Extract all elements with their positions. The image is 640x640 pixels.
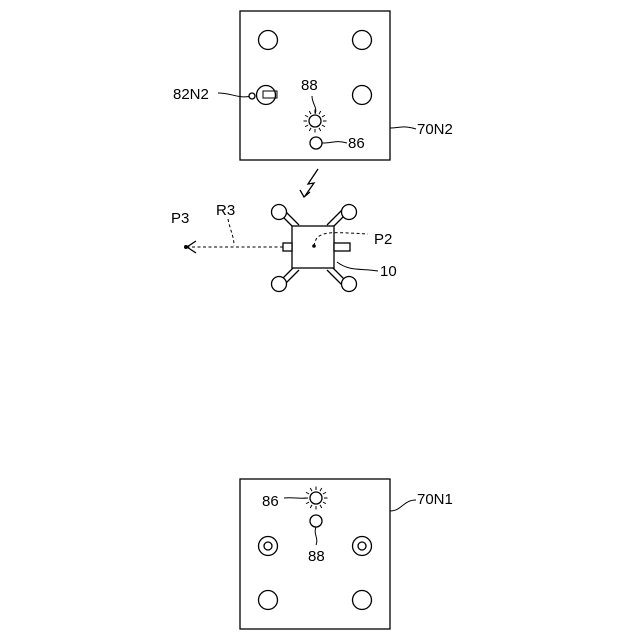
leader-10 [337,262,378,271]
glow-ray [323,492,326,494]
leader-70n2 [390,127,416,129]
leader-82n2 [218,93,252,97]
label-70n2: 70N2 [417,121,453,138]
glow-ray [306,492,309,494]
label-p3: P3 [171,210,189,227]
leader-86-lower [284,498,307,499]
glow-ray [309,128,311,131]
glow-ray [320,505,322,508]
glow-ray [310,488,312,491]
label-10: 10 [380,263,397,280]
glow-ray [323,502,326,504]
glow-ray [322,115,325,117]
pad-lower-marker-right-icon [353,537,372,556]
label-86-lower: 86 [262,493,279,510]
label-p2: P2 [374,231,392,248]
pad-upper-mark-r [353,86,372,105]
leader-70n1 [390,500,416,511]
glow-ray [305,115,308,117]
leader-82n2-dot [249,93,255,99]
glow-ray [322,125,325,127]
label-86-upper: 86 [348,135,365,152]
pad-lower-marker-left-icon [259,537,278,556]
glow-ray [319,111,321,114]
label-70n1: 70N1 [417,491,453,508]
drone-10-icon [272,205,357,292]
label-88-upper: 88 [301,77,318,94]
beacon-86-upper-icon [310,137,322,149]
glow-ray [320,488,322,491]
label-82n2: 82N2 [173,86,209,103]
leader-r3 [228,219,234,246]
beacon-88-lower-icon [310,515,322,527]
leader-88-upper [312,96,316,114]
pad-upper-mark-tl [259,31,278,50]
glow-ray [310,505,312,508]
glow-ray [309,111,311,114]
glow-ray [305,125,308,127]
signal-lightning-icon [305,169,318,196]
glow-ray [319,128,321,131]
pad-lower-mark-br [353,591,372,610]
leader-88-lower [315,527,317,545]
marker-82n2-icon [257,86,278,105]
label-88-lower: 88 [308,548,325,565]
glow-ray [306,502,309,504]
pad-upper-mark-tr [353,31,372,50]
light-86-lower-icon [305,487,328,510]
pad-lower-mark-bl [259,591,278,610]
leader-86-upper [322,142,347,143]
point-p3-dot [184,245,188,249]
label-r3: R3 [216,202,235,219]
